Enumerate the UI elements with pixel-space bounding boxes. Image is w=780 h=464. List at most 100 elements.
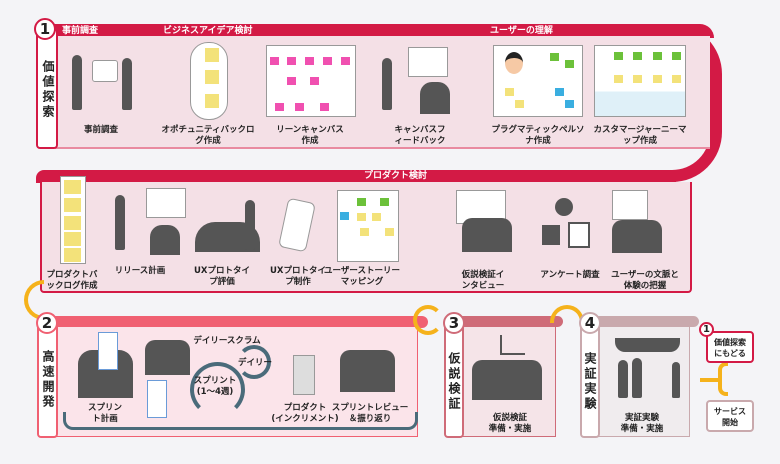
avatar — [505, 52, 523, 74]
branch-arrow-down — [718, 382, 728, 396]
label-persona: プラグマティックペルソナ作成 — [491, 125, 585, 146]
audience-icon — [420, 82, 450, 114]
story-map-icon — [337, 190, 399, 262]
label-ux-evaluation: UXプロトタイプ評価 — [194, 266, 250, 287]
bar-chart-icon — [542, 225, 560, 245]
phase2-title: 高速開発 — [41, 350, 55, 410]
sticky-note — [310, 77, 319, 85]
sticky-note — [64, 248, 81, 262]
label-retrospective: ＆振り返り — [348, 414, 392, 424]
phase2-number: 2 — [36, 312, 58, 334]
sticky-note — [341, 57, 350, 65]
phase3-title: 仮説検証 — [447, 352, 461, 412]
label-product-backlog: プロダクトバックログ作成 — [46, 270, 98, 291]
hypothesis-test-icon — [472, 360, 542, 400]
sticky-note — [205, 70, 219, 84]
sticky-note — [287, 57, 296, 65]
sticky-note — [305, 57, 314, 65]
start-label-2: 開始 — [722, 418, 738, 427]
sticky-note — [275, 103, 284, 111]
pie-chart-icon — [555, 198, 573, 216]
label-release-plan: リリース計画 — [114, 266, 166, 276]
band-product-review: プロダクト検討 — [364, 171, 428, 181]
daily-scrum-icon — [145, 340, 190, 375]
sticky-note — [633, 52, 642, 60]
sticky-note — [357, 213, 366, 221]
sticky-note — [64, 216, 81, 230]
label-lean-canvas: リーンキャンバス作成 — [276, 125, 344, 146]
back-number: 1 — [699, 322, 714, 337]
person-icon — [245, 200, 255, 250]
canvas-board-icon — [408, 47, 448, 77]
product-band — [36, 170, 676, 183]
phase1-band — [44, 24, 714, 38]
label-hypothesis-interview: 仮説検証インタビュー — [461, 270, 505, 291]
sticky-note — [357, 198, 366, 206]
chart-icon — [500, 335, 525, 355]
phase3-number: 3 — [443, 312, 465, 334]
person-icon — [632, 358, 642, 398]
sticky-note — [385, 228, 394, 236]
branch-arrow — [700, 378, 722, 382]
awning-icon — [615, 338, 680, 352]
sticky-note — [205, 48, 219, 62]
label-sprint-planning: スプリント計画 — [87, 403, 122, 424]
interview-icon — [462, 218, 512, 252]
daily-cycle-icon — [237, 345, 271, 379]
back-label-2: にもどる — [714, 349, 746, 358]
label-field-test-caption2: 準備・実施 — [620, 424, 664, 434]
label-survey: アンケート調査 — [540, 270, 600, 280]
sticky-note — [360, 228, 369, 236]
person-icon — [672, 362, 680, 398]
back-label-1: 価値探索 — [714, 338, 746, 347]
sticky-note — [565, 60, 574, 68]
sticky-note — [372, 213, 381, 221]
sticky-note — [295, 103, 304, 111]
label-opportunity-backlog: オポチュニティバックログ作成 — [161, 125, 255, 146]
sticky-note — [320, 103, 329, 111]
label-sprint-review: スプリントレビュー — [331, 403, 409, 413]
label-ux-prototyping: UXプロトタイプ制作 — [270, 266, 326, 287]
back-to-discovery-box: 価値探索 にもどる — [706, 331, 754, 363]
sprint-cycle-icon — [190, 362, 245, 417]
presenter-icon — [115, 195, 125, 250]
person-icon — [122, 58, 132, 110]
label-increment: (インクリメント) — [271, 414, 339, 424]
sticky-note — [380, 198, 389, 206]
label-hypothesis-caption1: 仮説検証 — [492, 413, 528, 423]
sticky-note — [653, 52, 662, 60]
document-icon — [92, 60, 118, 82]
phase1-number: 1 — [34, 18, 56, 40]
context-board-icon — [612, 190, 648, 220]
sticky-note — [205, 94, 219, 108]
sticky-note — [340, 212, 349, 220]
label-journey-map: カスタマージャーニーマップ作成 — [593, 125, 687, 146]
sticky-note — [672, 52, 681, 60]
branch-arrow-up — [718, 362, 728, 378]
label-sprint-length: (1〜4週) — [196, 387, 234, 397]
label-daily-scrum: デイリースクラム — [193, 336, 261, 346]
label-hypothesis-caption2: 準備・実施 — [488, 424, 532, 434]
person-icon — [72, 55, 82, 110]
sticky-note — [555, 88, 564, 96]
sticky-note — [505, 88, 514, 96]
phase1-title: 価値探索 — [41, 60, 55, 120]
phase4-number: 4 — [579, 312, 601, 334]
label-pre-research: 事前調査 — [83, 125, 119, 135]
presenter-icon — [382, 58, 392, 110]
label-canvas-feedback: キャンバスフィードバック — [394, 125, 446, 146]
sticky-note — [287, 77, 296, 85]
clipboard-icon — [568, 222, 590, 248]
product-screen-icon — [293, 355, 315, 395]
label-sprint: スプリント — [193, 376, 237, 386]
sticky-note — [64, 180, 81, 194]
sticky-note — [653, 75, 662, 83]
sticky-note — [550, 53, 559, 61]
phase2-band — [40, 316, 428, 328]
band-pre-research: 事前調査 — [62, 26, 99, 36]
release-board-icon — [146, 188, 186, 218]
phase3-band — [448, 316, 563, 327]
phase4-band — [584, 316, 699, 327]
sticky-note — [323, 57, 332, 65]
iteration-arrow-icon — [413, 305, 443, 335]
